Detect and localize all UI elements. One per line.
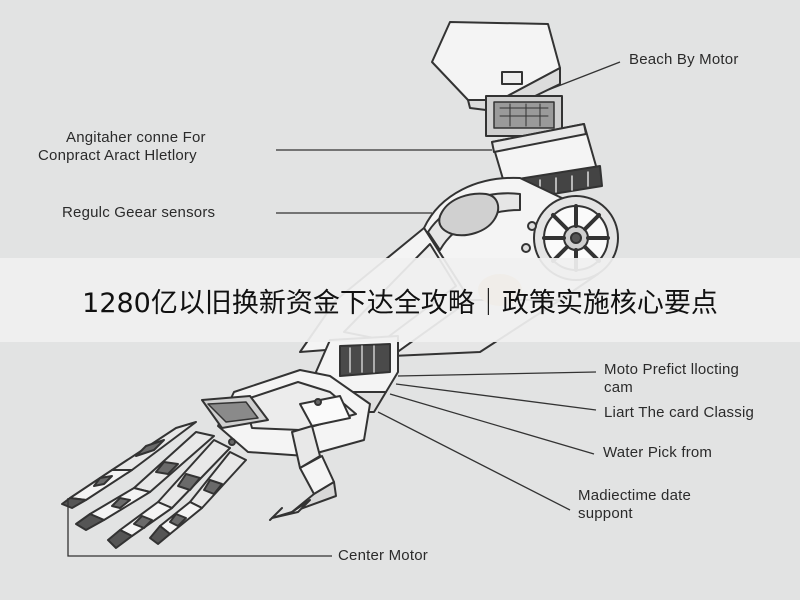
fingers: [61, 421, 247, 549]
label-liart: Liart The card Classig: [604, 404, 755, 421]
label-beach-by-motor: Beach By Motor: [629, 51, 739, 68]
label-moto-prefict: Moto Prefict llocting: [604, 361, 740, 378]
label-conpract: Conpract Aract Hletlory: [38, 147, 197, 164]
label-angitaher: Angitaher conne For: [66, 129, 206, 146]
headline-banner: 1280亿以旧换新资金下达全攻略｜政策实施核心要点: [0, 258, 800, 342]
label-regulc-geear: Regulc Geear sensors: [62, 204, 216, 221]
label-water-pick: Water Pick from: [603, 444, 713, 461]
label-center-motor: Center Motor: [338, 547, 428, 564]
banner-title: 1280亿以旧换新资金下达全攻略｜政策实施核心要点: [82, 287, 718, 319]
palm: [201, 369, 371, 457]
label-suppont: suppont: [578, 505, 633, 522]
label-cam: cam: [604, 379, 633, 396]
label-madiectime: Madiectime date: [578, 487, 692, 504]
top-motor-housing: [431, 21, 563, 137]
thumb: [269, 425, 337, 521]
leader-lines: [67, 61, 621, 557]
